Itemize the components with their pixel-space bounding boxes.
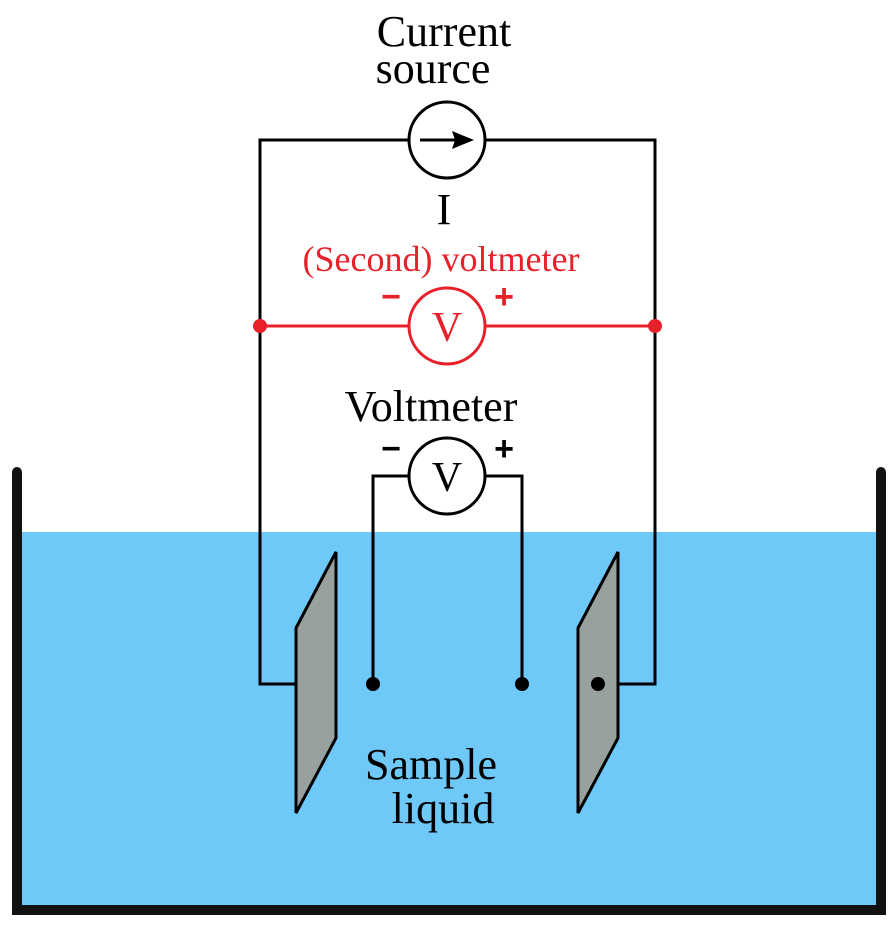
arrow-circle-icon xyxy=(420,131,474,149)
voltmeter: V − + xyxy=(381,430,514,516)
current-source-label-line1: Current xyxy=(377,7,511,56)
second-voltmeter-dot-right xyxy=(648,319,662,333)
voltmeter-plus: + xyxy=(494,430,514,468)
second-voltmeter-plus: + xyxy=(494,278,514,316)
second-voltmeter-dot-left xyxy=(253,319,267,333)
second-voltmeter-label: (Second) voltmeter xyxy=(303,239,580,279)
probe-dot-right xyxy=(515,677,529,691)
current-source-label-line2: source xyxy=(376,44,491,93)
current-loop-wire xyxy=(258,138,657,686)
sample-liquid-label-line1: Sample xyxy=(365,740,497,789)
sample-liquid-label-line2: liquid xyxy=(392,784,495,833)
voltmeter-minus: − xyxy=(381,430,401,468)
second-voltmeter-circuit: V − + xyxy=(253,278,662,366)
voltmeter-letter: V xyxy=(432,455,462,501)
second-voltmeter-letter: V xyxy=(432,305,462,351)
sample-liquid-fill xyxy=(18,532,880,910)
probe-dot-left xyxy=(366,677,380,691)
electrode-dot-right xyxy=(591,677,605,691)
second-voltmeter-circle xyxy=(407,286,487,366)
container-vessel xyxy=(12,467,886,915)
voltmeter-probe-wires xyxy=(371,474,524,684)
voltmeter-label: Voltmeter xyxy=(345,382,518,431)
second-voltmeter-minus: − xyxy=(381,278,401,316)
current-source xyxy=(407,100,487,180)
left-electrode xyxy=(294,551,338,814)
current-symbol-label: I xyxy=(437,185,452,234)
voltmeter-circle xyxy=(407,436,487,516)
